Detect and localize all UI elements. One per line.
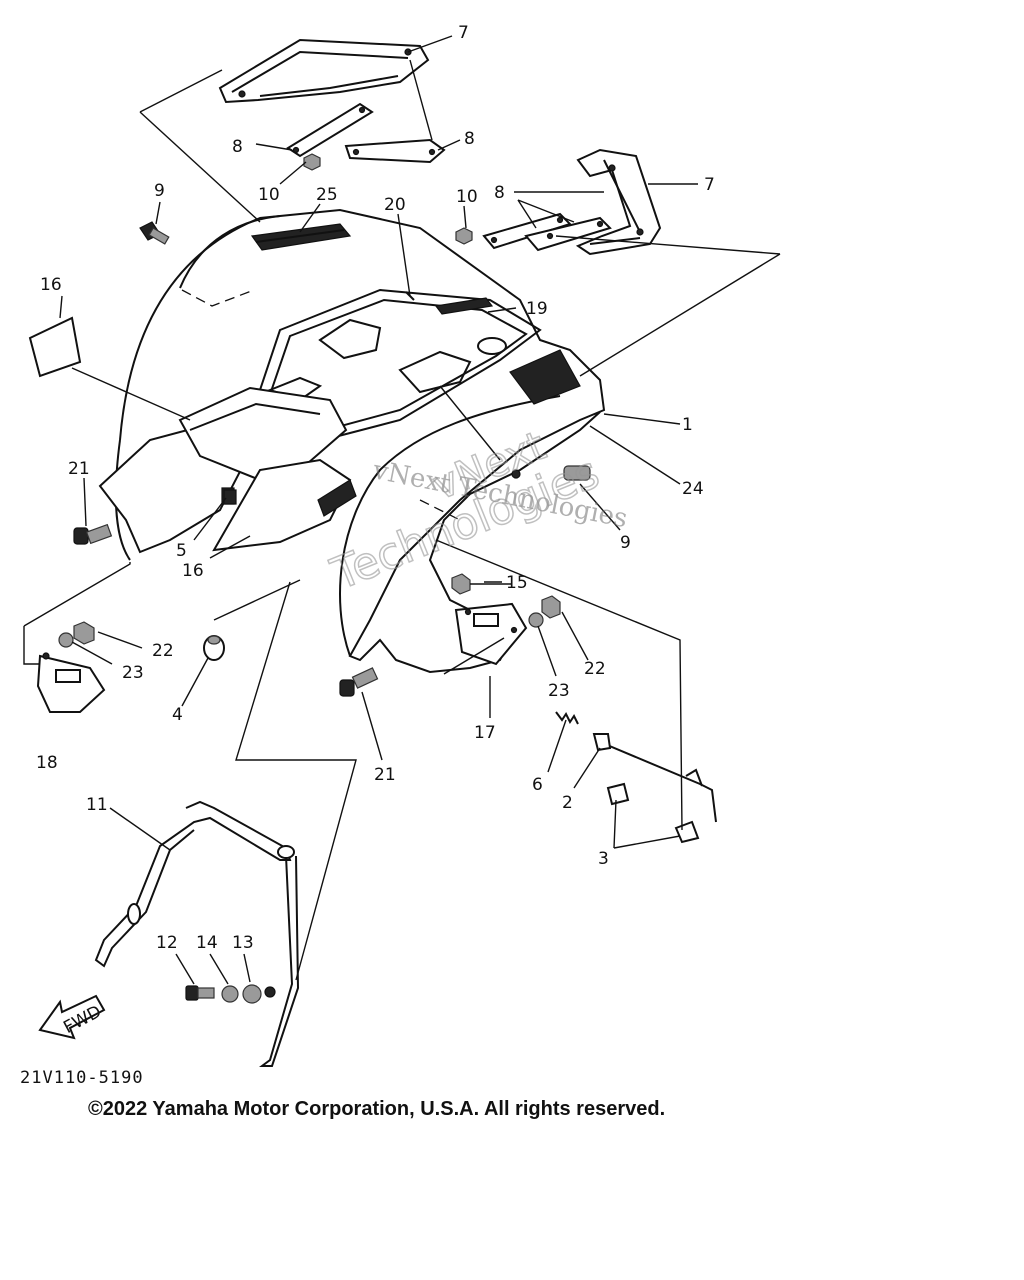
nut-5 — [223, 489, 237, 505]
nut-10-right — [455, 227, 473, 245]
callout-22-left: 22 — [152, 641, 174, 661]
stay-top-right — [344, 138, 446, 164]
vent-24 — [509, 349, 581, 405]
assembly-lines — [23, 69, 781, 981]
callout-5: 5 — [176, 541, 187, 561]
callout-numbers: 7 8 8 10 9 25 20 10 8 7 16 19 1 24 21 9 … — [36, 23, 715, 953]
mud-flap — [98, 386, 357, 554]
callout-2: 2 — [562, 793, 573, 813]
rear-bracket-right — [575, 148, 662, 256]
callout-10-top: 10 — [258, 185, 280, 205]
bolt-12 — [185, 985, 215, 1001]
cover-19 — [454, 602, 528, 666]
callout-8-right: 8 — [494, 183, 505, 203]
callout-23-right: 23 — [548, 681, 570, 701]
callout-23-left: 23 — [122, 663, 144, 683]
bolt-21-left — [73, 523, 113, 545]
callout-1: 1 — [682, 415, 693, 435]
callout-20: 18 — [36, 753, 58, 773]
nut-10-top — [303, 153, 321, 171]
bolt-9-left — [139, 221, 170, 245]
fwd-arrow: FWD — [38, 994, 106, 1040]
bolt-21-center — [339, 667, 379, 697]
cover-20 — [36, 652, 106, 713]
callout-12: 12 — [156, 933, 178, 953]
bolt-9-right — [511, 465, 591, 481]
stay-top-left — [286, 102, 374, 158]
callout-11: 11 — [86, 795, 108, 815]
callout-10-right: 10 — [456, 187, 478, 207]
callout-22-right: 22 — [584, 659, 606, 679]
rear-fender — [114, 208, 606, 674]
watermark: vNext Technologies vNext Technologies — [323, 422, 630, 601]
rod-2 — [592, 733, 717, 823]
callout-16-top: 16 — [40, 275, 62, 295]
stay-right-lower — [524, 216, 612, 252]
nut-15 — [451, 573, 471, 595]
nut-13 — [242, 984, 276, 1004]
washer-23-left — [58, 632, 74, 648]
callout-18: 20 — [384, 195, 406, 215]
callout-21-center: 21 — [374, 765, 396, 785]
callout-17: 19 — [526, 299, 548, 319]
clip-3 — [606, 782, 700, 844]
callout-13: 13 — [232, 933, 254, 953]
callout-25: 25 — [316, 185, 338, 205]
spring-6 — [555, 711, 579, 725]
rear-bracket-top — [218, 38, 430, 104]
callout-7-right: 7 — [704, 175, 715, 195]
callout-14: 14 — [196, 933, 218, 953]
washer-23-right — [528, 612, 544, 628]
nut-22-left — [73, 621, 95, 645]
callout-19: 17 — [474, 723, 496, 743]
callout-21-left: 21 — [68, 459, 90, 479]
flap-16-left — [28, 316, 82, 378]
callout-leaders — [59, 35, 698, 985]
callout-24: 24 — [682, 479, 704, 499]
grab-bar — [94, 800, 300, 1067]
callout-9-right: 9 — [620, 533, 631, 553]
callout-7-top: 7 — [458, 23, 469, 43]
callout-15: 15 — [506, 573, 528, 593]
callout-4: 4 — [172, 705, 183, 725]
vent-25 — [250, 223, 352, 251]
callout-8-top-left: 8 — [232, 137, 243, 157]
callout-6: 6 — [532, 775, 543, 795]
washer-14 — [221, 985, 239, 1003]
callout-16-bottom: 16 — [182, 561, 204, 581]
callout-3: 3 — [598, 849, 609, 869]
nut-22-right — [541, 595, 561, 619]
diagram-code: 21V110-5190 — [20, 1068, 144, 1088]
copyright-notice: ©2022 Yamaha Motor Corporation, U.S.A. A… — [88, 1098, 666, 1120]
stay-right-upper — [482, 212, 572, 250]
callout-9-left: 9 — [154, 181, 165, 201]
grommet-4 — [203, 635, 225, 661]
callout-8-top-right: 8 — [464, 129, 475, 149]
